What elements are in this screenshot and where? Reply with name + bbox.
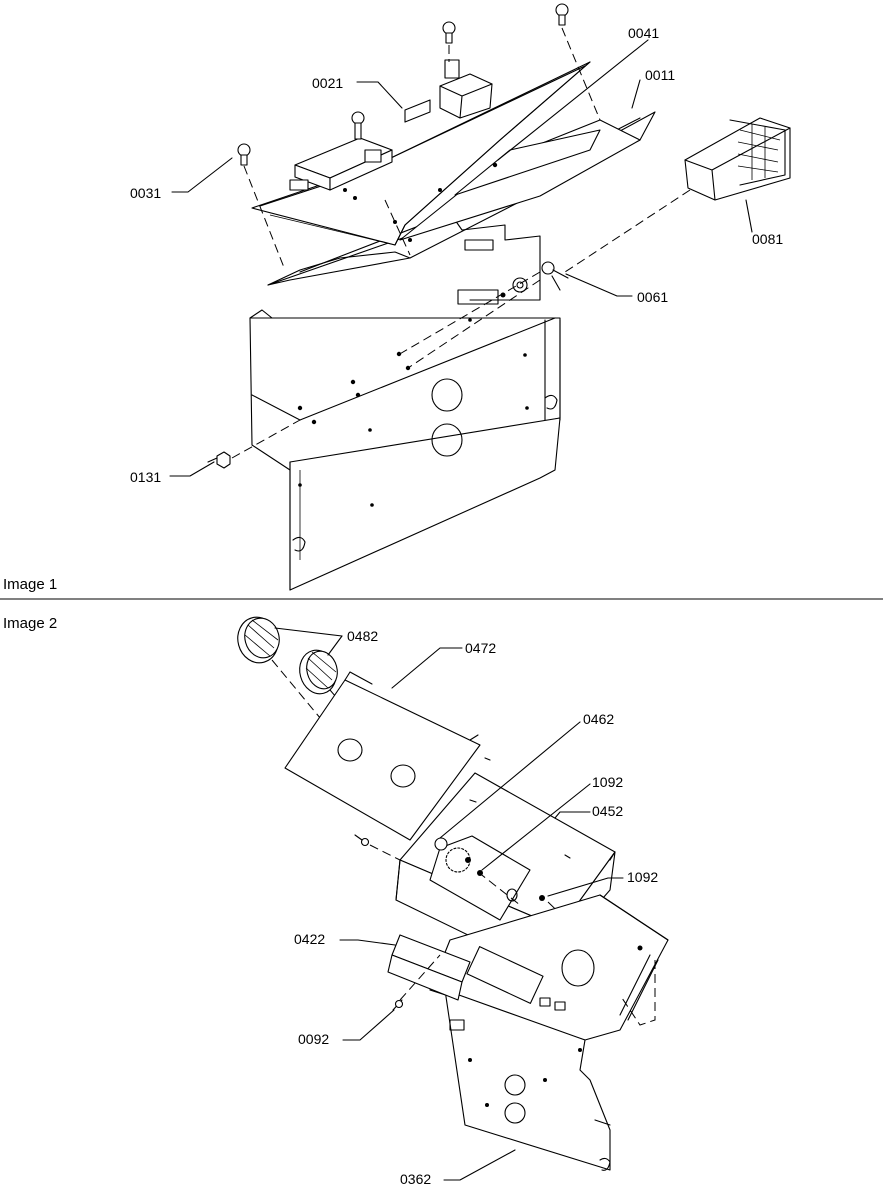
screw-left (354, 834, 401, 861)
label-1092-top: 1092 (592, 774, 623, 790)
screw-0061 (397, 261, 569, 369)
filter-0081 (564, 117, 791, 273)
label-0011: 0011 (645, 67, 675, 83)
label-0041: 0041 (628, 25, 659, 41)
ballast-frame (251, 59, 591, 246)
label-0131: 0131 (130, 469, 161, 485)
mounting-panel-0362 (429, 894, 669, 1171)
screw-0092 (392, 999, 404, 1011)
label-0031: 0031 (130, 185, 161, 201)
screw-0031 (237, 143, 286, 271)
label-0092: 0092 (298, 1031, 329, 1047)
label-0081: 0081 (752, 231, 783, 247)
screw-frame (351, 111, 365, 140)
screw-top-2 (555, 3, 601, 121)
label-0021: 0021 (312, 75, 343, 91)
screw-top-1 (442, 21, 456, 62)
image-1-exploded-view (169, 3, 791, 591)
nut-0131 (207, 419, 301, 469)
label-1092-right: 1092 (627, 869, 658, 885)
label-0482: 0482 (347, 628, 378, 644)
label-0472: 0472 (465, 640, 496, 656)
knob-0482-a (237, 616, 280, 664)
image-2-leaders (274, 627, 624, 1181)
label-0422: 0422 (294, 931, 325, 947)
knob-0482-b (299, 649, 338, 695)
label-0061: 0061 (637, 289, 668, 305)
label-0362: 0362 (400, 1171, 431, 1187)
panel-0472 (284, 671, 481, 841)
image-1-leaders (169, 39, 753, 477)
mounting-bracket (249, 309, 561, 591)
image-2-exploded-view (237, 616, 669, 1181)
caption-image-2: Image 2 (3, 615, 57, 632)
bracket-0422 (387, 934, 471, 1001)
caption-image-1: Image 1 (3, 576, 57, 593)
labels: Image 1 Image 2 0041 0021 0011 0031 0081… (3, 25, 783, 1187)
plate-0011 (267, 111, 656, 305)
label-0452: 0452 (592, 803, 623, 819)
label-0462: 0462 (583, 711, 614, 727)
